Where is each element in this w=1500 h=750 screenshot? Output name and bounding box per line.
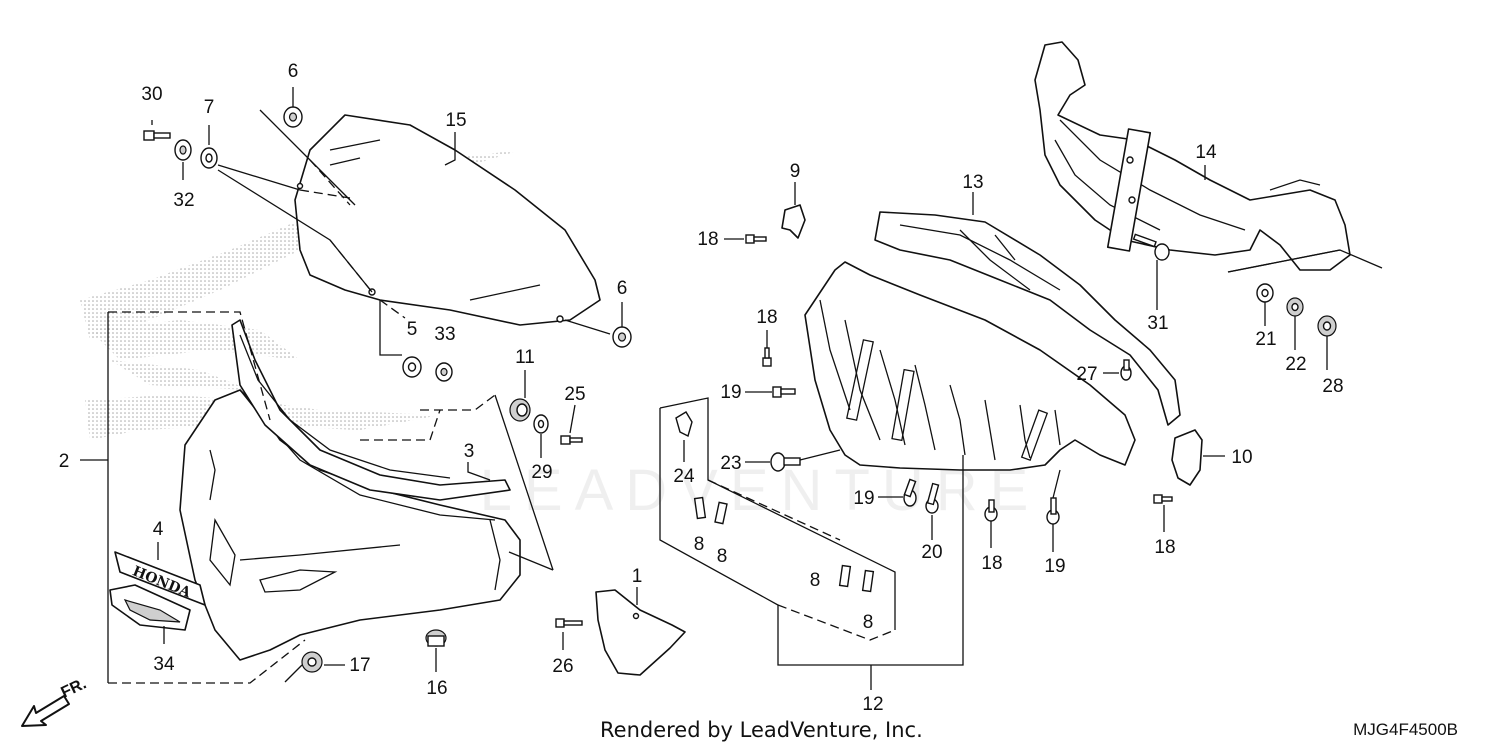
callout-8[interactable]: 8 xyxy=(694,534,705,555)
callout-6[interactable]: 6 xyxy=(288,61,299,82)
clip-8b[interactable] xyxy=(714,501,728,525)
callout-8[interactable]: 8 xyxy=(863,612,874,633)
callout-7[interactable]: 7 xyxy=(204,97,215,118)
screw-18d[interactable] xyxy=(1153,494,1173,504)
callout-2[interactable]: 2 xyxy=(59,451,70,472)
callout-6[interactable]: 6 xyxy=(617,278,628,299)
grommet-16[interactable] xyxy=(425,629,447,647)
inner-cover-part-1[interactable] xyxy=(595,589,686,676)
callout-18[interactable]: 18 xyxy=(981,553,1002,574)
screw-19a[interactable] xyxy=(772,386,796,398)
screw-19c[interactable] xyxy=(1046,497,1060,525)
callout-23[interactable]: 23 xyxy=(720,453,741,474)
bolt-30[interactable] xyxy=(143,130,171,141)
screw-18b[interactable] xyxy=(762,347,772,367)
bolt-31[interactable] xyxy=(1132,233,1170,261)
direction-arrow-icon xyxy=(21,695,70,727)
windscreen-part-15[interactable] xyxy=(294,114,601,326)
callout-5[interactable]: 5 xyxy=(407,319,418,340)
washer-29[interactable] xyxy=(533,414,549,434)
screw-20[interactable] xyxy=(925,482,940,514)
callout-27[interactable]: 27 xyxy=(1076,364,1097,385)
nut-17[interactable] xyxy=(301,651,323,673)
callout-24[interactable]: 24 xyxy=(673,466,695,487)
callout-labels: 30 7 6 15 32 6 5 33 11 25 29 2 3 4 34 17… xyxy=(59,61,1344,715)
callout-33[interactable]: 33 xyxy=(434,324,455,345)
grommet-6b[interactable] xyxy=(612,326,632,348)
callout-18[interactable]: 18 xyxy=(697,229,718,250)
screw-18a[interactable] xyxy=(745,234,767,244)
callout-8[interactable]: 8 xyxy=(810,570,821,591)
garnish-strip-part-3[interactable] xyxy=(231,319,511,501)
callout-13[interactable]: 13 xyxy=(962,172,983,193)
callout-16[interactable]: 16 xyxy=(426,678,447,699)
callout-31[interactable]: 31 xyxy=(1147,313,1168,334)
front-direction-arrow: FR. xyxy=(21,676,90,727)
washer-21[interactable] xyxy=(1256,283,1274,303)
callout-10[interactable]: 10 xyxy=(1231,447,1252,468)
callout-3[interactable]: 3 xyxy=(464,441,475,462)
inner-dash-panel[interactable] xyxy=(804,261,1136,471)
footer-credit: Rendered by LeadVenture, Inc. xyxy=(600,718,923,742)
callout-34[interactable]: 34 xyxy=(153,654,175,675)
callout-18[interactable]: 18 xyxy=(1154,537,1175,558)
clip-8c[interactable] xyxy=(838,564,852,588)
collar-32[interactable] xyxy=(174,139,192,161)
wing-badge-part-34[interactable] xyxy=(109,584,191,631)
callout-11[interactable]: 11 xyxy=(515,347,535,368)
nut-33[interactable] xyxy=(435,362,453,382)
callout-22[interactable]: 22 xyxy=(1285,354,1306,375)
callout-30[interactable]: 30 xyxy=(141,84,162,105)
inner-cowl-part-13[interactable] xyxy=(874,211,1181,426)
callout-1[interactable]: 1 xyxy=(632,566,643,587)
dash-panel-slots xyxy=(819,299,1061,462)
callout-32[interactable]: 32 xyxy=(173,190,194,211)
screw-25[interactable] xyxy=(560,435,583,445)
bracket-part-10[interactable] xyxy=(1171,429,1203,486)
screw-19b[interactable] xyxy=(903,478,917,507)
direction-label: FR. xyxy=(59,676,90,702)
callout-26[interactable]: 26 xyxy=(552,656,573,677)
clip-8d[interactable] xyxy=(861,569,875,593)
callout-4[interactable]: 4 xyxy=(153,519,164,540)
callout-21[interactable]: 21 xyxy=(1255,329,1276,350)
grommet-6a[interactable] xyxy=(283,106,303,128)
nut-28[interactable] xyxy=(1317,315,1337,337)
clip-8a[interactable] xyxy=(693,496,707,520)
clip-24[interactable] xyxy=(675,411,693,438)
callout-19[interactable]: 19 xyxy=(853,488,874,509)
callout-20[interactable]: 20 xyxy=(921,542,942,563)
diagram-code: MJG4F4500B xyxy=(1353,720,1458,739)
washer-7[interactable] xyxy=(200,147,218,169)
callout-29[interactable]: 29 xyxy=(531,462,552,483)
callout-8[interactable]: 8 xyxy=(717,546,728,567)
callout-12[interactable]: 12 xyxy=(862,694,883,715)
cowl-stay-part-14[interactable] xyxy=(1034,41,1351,271)
bracket-part-9[interactable] xyxy=(781,204,806,239)
callout-15[interactable]: 15 xyxy=(445,110,466,131)
callout-9[interactable]: 9 xyxy=(790,161,801,182)
bolt-23[interactable] xyxy=(770,452,801,472)
front-cowl-part-2[interactable] xyxy=(179,389,521,661)
leader-lines xyxy=(80,87,1383,690)
washer-5[interactable] xyxy=(402,356,422,378)
callout-25[interactable]: 25 xyxy=(564,384,585,405)
callout-19[interactable]: 19 xyxy=(720,382,741,403)
callout-18[interactable]: 18 xyxy=(756,307,777,328)
grommet-11[interactable] xyxy=(509,398,531,422)
collar-22[interactable] xyxy=(1286,297,1304,317)
screw-27[interactable] xyxy=(1120,359,1132,381)
callout-14[interactable]: 14 xyxy=(1195,142,1217,163)
callout-19[interactable]: 19 xyxy=(1044,556,1065,577)
callout-28[interactable]: 28 xyxy=(1322,376,1343,397)
screw-26[interactable] xyxy=(555,618,583,628)
callout-17[interactable]: 17 xyxy=(349,655,370,676)
